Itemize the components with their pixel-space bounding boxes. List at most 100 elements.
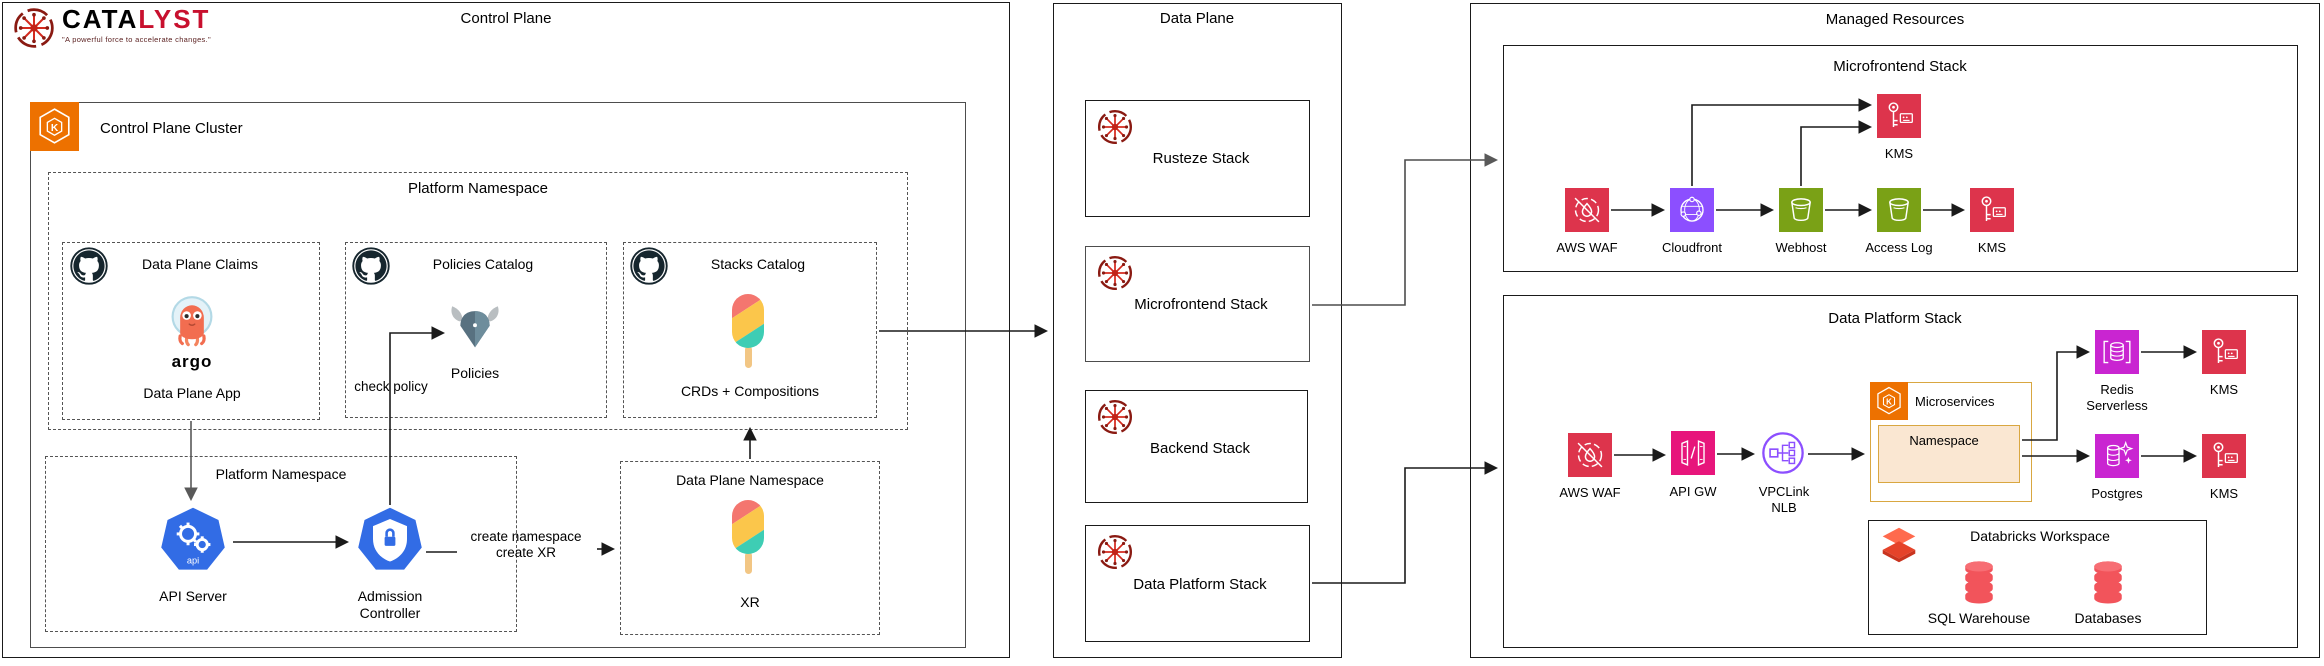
- claims-title: Data Plane Claims: [142, 256, 258, 272]
- dp-redis-kms-label: KMS: [2209, 382, 2239, 397]
- data-plane-box: [1053, 3, 1342, 658]
- backend-stack-label: Backend Stack: [1149, 440, 1251, 457]
- managed-data-platform-panel: [1503, 295, 2298, 648]
- kms-icon: [2202, 434, 2246, 483]
- kms-icon: [2202, 330, 2246, 379]
- argo-icon: [166, 294, 218, 355]
- microfrontend-stack-box: [1085, 246, 1310, 362]
- platform-namespace-top-box: [48, 172, 908, 430]
- popsicle-icon: [724, 498, 772, 581]
- popsicle-icon: [724, 292, 772, 375]
- api-server-label: API Server: [159, 588, 227, 604]
- svg-text:K: K: [51, 123, 59, 134]
- mf-webhost-label: Webhost: [1775, 240, 1827, 255]
- data-plane-namespace-box: [620, 461, 880, 635]
- database-cylinder-icon: [1957, 558, 2001, 611]
- dp-waf-label: AWS WAF: [1559, 485, 1621, 500]
- data-plane-claims-box: [62, 242, 320, 420]
- control-plane-box: [2, 2, 1010, 658]
- github-icon: [630, 247, 668, 290]
- kms-icon: [1970, 188, 2014, 237]
- admission-controller-label: Admission Controller: [357, 588, 423, 621]
- svg-text:api: api: [187, 556, 199, 566]
- s3-bucket-icon: [1877, 188, 1921, 237]
- dp-postgres-label: Postgres: [2091, 486, 2143, 501]
- xr-label: XR: [740, 594, 760, 610]
- platform-namespace-top-title: Platform Namespace: [407, 180, 549, 197]
- rusteze-stack-box: [1085, 100, 1310, 217]
- microservices-label: Microservices: [1915, 394, 1995, 409]
- databricks-workspace-box: [1868, 520, 2207, 635]
- namespace-box: [1878, 425, 2020, 483]
- api-gateway-icon: [1671, 431, 1715, 480]
- managed-microfrontend-panel: [1503, 45, 2298, 272]
- policies-catalog-title: Policies Catalog: [432, 256, 534, 272]
- data-plane-namespace-title: Data Plane Namespace: [676, 472, 824, 488]
- dp-api-gw-label: API GW: [1669, 484, 1717, 499]
- dp-redis-label: Redis Serverless: [2086, 382, 2148, 413]
- managed-data-platform-title: Data Platform Stack: [1828, 310, 1962, 327]
- mf-kms-top-label: KMS: [1884, 146, 1914, 161]
- data-platform-stack-label: Data Platform Stack: [1133, 576, 1267, 593]
- data-plane-title: Data Plane: [1159, 10, 1235, 27]
- check-policy-edge-label: check policy: [354, 379, 428, 394]
- sql-warehouse-label: SQL Warehouse: [1927, 610, 2031, 626]
- stack-wheel-icon: [1096, 254, 1134, 297]
- database-cylinder-icon: [2086, 558, 2130, 611]
- control-plane-cluster-box: [30, 102, 966, 648]
- vpclink-nlb-icon: [1760, 430, 1806, 481]
- brand-tagline: "A powerful force to accelerate changes.…: [62, 35, 211, 44]
- managed-resources-box: [1470, 3, 2320, 658]
- stack-wheel-icon: [1096, 533, 1134, 576]
- catalyst-logo: CATALYST "A powerful force to accelerate…: [12, 6, 211, 55]
- redis-serverless-icon: [2095, 330, 2139, 379]
- microservices-box: [1870, 382, 2032, 502]
- brand-wordmark: CATALYST: [62, 4, 211, 34]
- policies-label: Policies: [450, 365, 500, 381]
- aws-waf-icon: [1568, 433, 1612, 482]
- databricks-workspace-title: Databricks Workspace: [1970, 528, 2110, 544]
- kms-icon: [1877, 94, 1921, 143]
- mf-cloudfront-label: Cloudfront: [1662, 240, 1722, 255]
- managed-resources-title: Managed Resources: [1825, 11, 1965, 28]
- stack-wheel-icon: [1096, 398, 1134, 441]
- databases-label: Databases: [2074, 610, 2142, 626]
- postgres-icon: [2095, 434, 2139, 483]
- dp-vpclink-label: VPCLink NLB: [1758, 484, 1810, 515]
- svg-text:K: K: [1886, 398, 1892, 407]
- kyverno-shield-icon: [449, 303, 501, 360]
- stacks-catalog-box: [623, 242, 877, 418]
- mf-kms-label: KMS: [1977, 240, 2007, 255]
- cloudfront-icon: [1670, 188, 1714, 237]
- github-icon: [70, 247, 108, 290]
- rusteze-stack-label: Rusteze Stack: [1152, 150, 1250, 167]
- eks-cluster-icon: K: [1870, 382, 1908, 425]
- kubernetes-api-server-icon: api: [159, 506, 227, 581]
- dp-postgres-kms-label: KMS: [2209, 486, 2239, 501]
- namespace-label: Namespace: [1909, 433, 1979, 448]
- microfrontend-stack-label: Microfrontend Stack: [1134, 296, 1268, 313]
- data-platform-stack-box: [1085, 525, 1310, 642]
- databricks-icon: [1876, 526, 1922, 571]
- backend-stack-box: [1085, 390, 1308, 503]
- mf-access-log-label: Access Log: [1865, 240, 1933, 255]
- create-namespace-edge-label: create namespace create XR: [470, 529, 582, 561]
- platform-namespace-bottom-box: [45, 456, 517, 632]
- mf-waf-label: AWS WAF: [1556, 240, 1618, 255]
- stack-wheel-icon: [1096, 108, 1134, 151]
- aws-waf-icon: [1565, 188, 1609, 237]
- catalyst-wheel-icon: [12, 6, 56, 55]
- cluster-title: Control Plane Cluster: [100, 120, 243, 137]
- eks-cluster-icon: K: [30, 102, 79, 156]
- stacks-catalog-title: Stacks Catalog: [710, 256, 806, 272]
- s3-bucket-icon: [1779, 188, 1823, 237]
- data-plane-app-label: Data Plane App: [143, 385, 241, 401]
- control-plane-title: Control Plane: [460, 10, 552, 27]
- github-icon: [352, 247, 390, 290]
- managed-microfrontend-title: Microfrontend Stack: [1833, 58, 1967, 75]
- crds-compositions-label: CRDs + Compositions: [680, 383, 820, 399]
- kubernetes-admission-controller-icon: [356, 506, 424, 581]
- policies-catalog-box: [345, 242, 607, 418]
- platform-namespace-bottom-title: Platform Namespace: [215, 466, 347, 482]
